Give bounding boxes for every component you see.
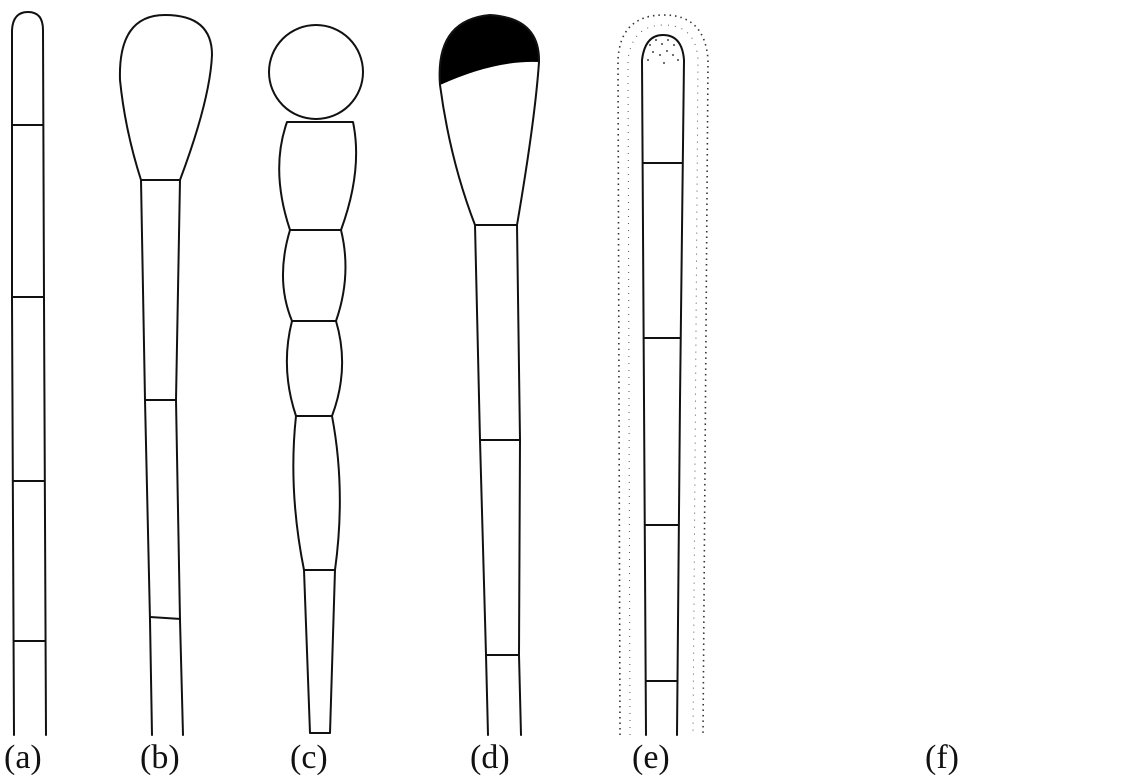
panel-label-b: (b) bbox=[140, 739, 180, 775]
stippled-apex bbox=[647, 39, 679, 64]
hypha-a bbox=[12, 12, 46, 735]
hyphal-network-f bbox=[760, 45, 1110, 735]
panel-label-f: (f) bbox=[925, 739, 959, 775]
hyphal-network-lumen bbox=[760, 45, 1110, 735]
hypha-c bbox=[269, 25, 363, 733]
hypha-d bbox=[440, 15, 539, 735]
panel-label-a: (a) bbox=[4, 739, 42, 775]
hypha-e bbox=[618, 15, 708, 735]
panel-label-e: (e) bbox=[632, 739, 670, 775]
hypha-b bbox=[120, 15, 212, 735]
panel-label-c: (c) bbox=[290, 739, 328, 775]
panel-label-d: (d) bbox=[470, 739, 510, 775]
